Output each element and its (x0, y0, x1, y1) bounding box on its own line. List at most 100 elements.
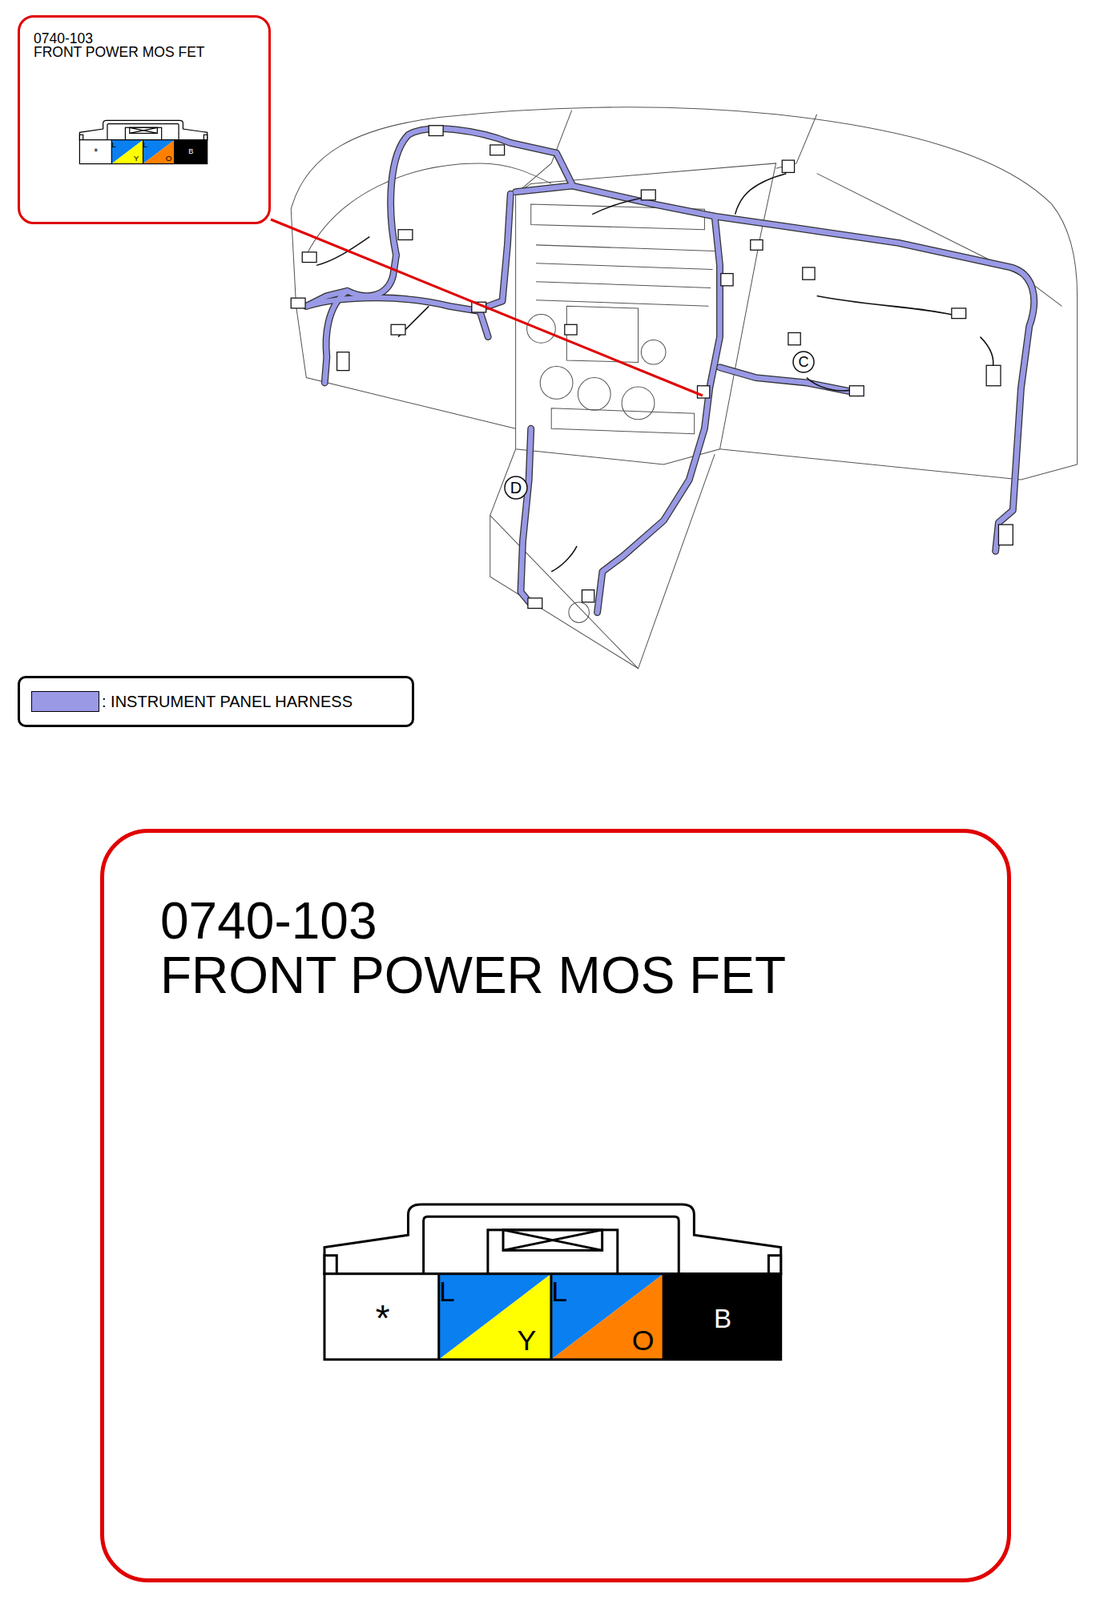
illustration-part (793, 351, 814, 373)
part-number: 0740-103 (33, 32, 93, 46)
pin-label: O (632, 1327, 655, 1357)
leader-line (270, 219, 703, 396)
illustration-part (324, 1274, 782, 1361)
illustration-part (487, 1230, 618, 1275)
illustration-part (324, 1204, 782, 1275)
pin-label: L (111, 141, 117, 150)
illustration-part (515, 185, 1035, 552)
illustration-part (129, 127, 158, 133)
pin-label: Y (516, 1327, 536, 1357)
illustration-part (735, 173, 787, 215)
illustration-part (107, 124, 179, 141)
branch-wires (316, 173, 994, 573)
illustration-part (802, 267, 815, 280)
marker-circle (504, 351, 814, 500)
illustration-part (487, 193, 511, 307)
illustration-part (79, 134, 83, 140)
pin-label: * (93, 147, 98, 158)
illustration-part (324, 1256, 337, 1275)
illustration-part (781, 160, 794, 173)
illustration-part (490, 515, 639, 669)
illustration-part (439, 1274, 552, 1361)
illustration-part (503, 1230, 603, 1251)
illustration-part (788, 332, 801, 345)
illustration-part (302, 252, 317, 263)
illustration-part (503, 1230, 603, 1251)
illustration-part (951, 308, 967, 319)
illustration-part (79, 140, 207, 165)
callout-box: 0740-103FRONT POWER MOS FET (100, 829, 1012, 1584)
illustration-part (551, 1274, 664, 1361)
callout-box: 0740-103FRONT POWER MOS FET (17, 15, 271, 225)
legend-box: : INSTRUMENT PANEL HARNESS (17, 676, 415, 728)
part-name: FRONT POWER MOS FET (33, 45, 206, 60)
illustration-part (306, 298, 488, 338)
illustration-part (174, 140, 208, 165)
instrument-panel-harness (306, 128, 1034, 613)
illustration-part (998, 524, 1013, 545)
illustration-part (568, 602, 589, 623)
illustration-part (337, 352, 350, 371)
illustration-part (203, 134, 207, 140)
illustration-part (290, 298, 306, 309)
illustration-part (551, 546, 577, 573)
illustration-part (439, 1274, 552, 1361)
pin-label: L (551, 1278, 568, 1308)
illustration-part (849, 386, 864, 397)
illustration-part (490, 145, 505, 156)
illustration-part (111, 140, 143, 165)
illustration-part (390, 324, 406, 335)
illustration-part (720, 367, 859, 394)
illustration-part (768, 1256, 781, 1275)
illustration-part (111, 140, 174, 165)
part-number: 0740-103 (160, 894, 377, 949)
illustration-part (306, 128, 1034, 613)
illustration-part (306, 255, 396, 383)
illustration-part (306, 255, 396, 383)
illustration-part (986, 365, 1001, 386)
illustration-part (720, 367, 859, 394)
illustration-part (817, 296, 960, 317)
illustration-part (597, 216, 721, 613)
pin-label: B (713, 1305, 732, 1333)
illustration-part (539, 366, 573, 400)
illustration-part (515, 185, 1035, 552)
illustration-part (621, 386, 655, 420)
illustration-part (527, 598, 543, 609)
illustration-part (79, 140, 112, 165)
illustration-part (581, 590, 594, 603)
illustration-part (504, 476, 528, 500)
illustration-part (640, 189, 656, 201)
illustration-part (324, 1274, 440, 1361)
illustration-part (428, 125, 444, 137)
connector-face (79, 120, 207, 164)
pin-label: O (165, 154, 173, 163)
illustration-part (111, 140, 143, 165)
illustration-part (124, 127, 162, 140)
pin-label: L (143, 141, 149, 150)
illustration-part (520, 428, 532, 605)
illustration-part (143, 140, 175, 165)
pin-label: B (188, 149, 194, 157)
legend-text: : INSTRUMENT PANEL HARNESS (101, 692, 353, 712)
illustration-part (290, 107, 1077, 465)
pin-label: Y (133, 154, 140, 163)
illustration-part (663, 1274, 782, 1361)
illustration-part (597, 216, 721, 613)
illustration-part (577, 378, 611, 411)
pin-label: * (375, 1301, 391, 1338)
wire-connector (290, 125, 1013, 609)
illustration-part (79, 120, 207, 140)
illustration-part (143, 140, 175, 165)
illustration-part (520, 428, 532, 605)
pin-label: L (439, 1278, 456, 1308)
connector-face (324, 1204, 782, 1361)
illustration-part (806, 378, 853, 391)
illustration-part (306, 128, 1034, 613)
illustration-part (980, 337, 994, 371)
illustration-part (398, 229, 413, 241)
illustration-part (129, 127, 158, 133)
illustration-part (439, 1274, 664, 1361)
